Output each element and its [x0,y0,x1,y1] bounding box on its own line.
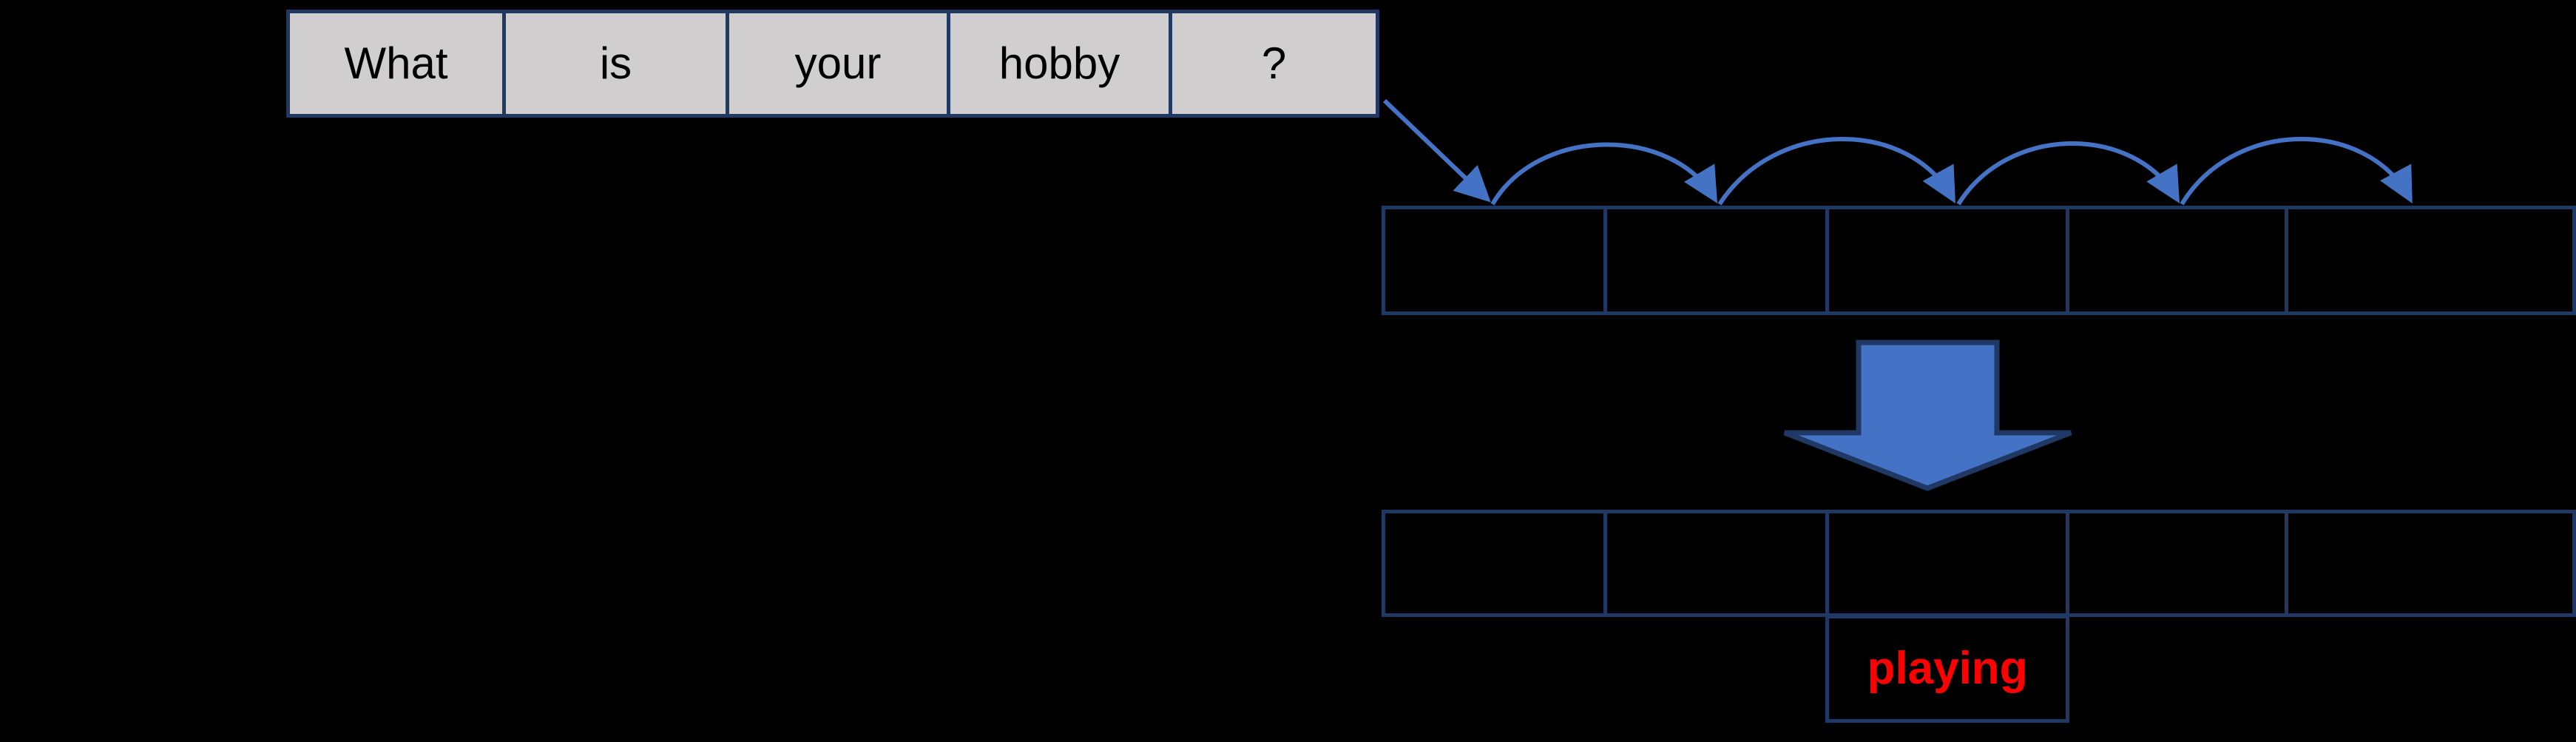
source-cell-2[interactable]: is [502,10,729,118]
source-cell-3[interactable]: your [726,10,950,118]
source-cell-1[interactable]: What [286,10,506,118]
encoder-cell-1[interactable] [1382,206,1607,315]
source-cell-label: hobby [998,38,1120,88]
recurrent-step-arcs [1490,137,2413,206]
decoder-cell-2[interactable] [1603,510,1829,617]
encoder-cell-2[interactable] [1603,206,1829,315]
encoder-cell-4[interactable] [2066,206,2288,315]
predicted-word-cell[interactable]: playing [1825,615,2069,723]
decoder-cell-5[interactable] [2285,510,2576,617]
encoder-cell-5[interactable] [2285,206,2576,315]
decoder-cell-3[interactable] [1825,510,2069,617]
input-to-encoder-arrow [1382,98,1491,203]
source-cell-label: is [599,38,632,88]
source-cell-label: ? [1261,38,1287,88]
input-sentence-tokens: What is your hobby ? [286,10,1383,118]
decoder-cell-1[interactable] [1382,510,1607,617]
decoder-state-cells [1382,510,2576,617]
encoder-to-decoder-arrow [1783,340,2072,491]
decoder-cell-4[interactable] [2066,510,2288,617]
source-cell-label: your [794,38,882,88]
source-cell-5[interactable]: ? [1169,10,1379,118]
source-cell-4[interactable]: hobby [947,10,1172,118]
encoder-cell-3[interactable] [1825,206,2069,315]
encoder-state-cells [1382,206,2576,315]
predicted-word-label: playing [1867,643,2028,694]
source-cell-label: What [344,38,448,88]
